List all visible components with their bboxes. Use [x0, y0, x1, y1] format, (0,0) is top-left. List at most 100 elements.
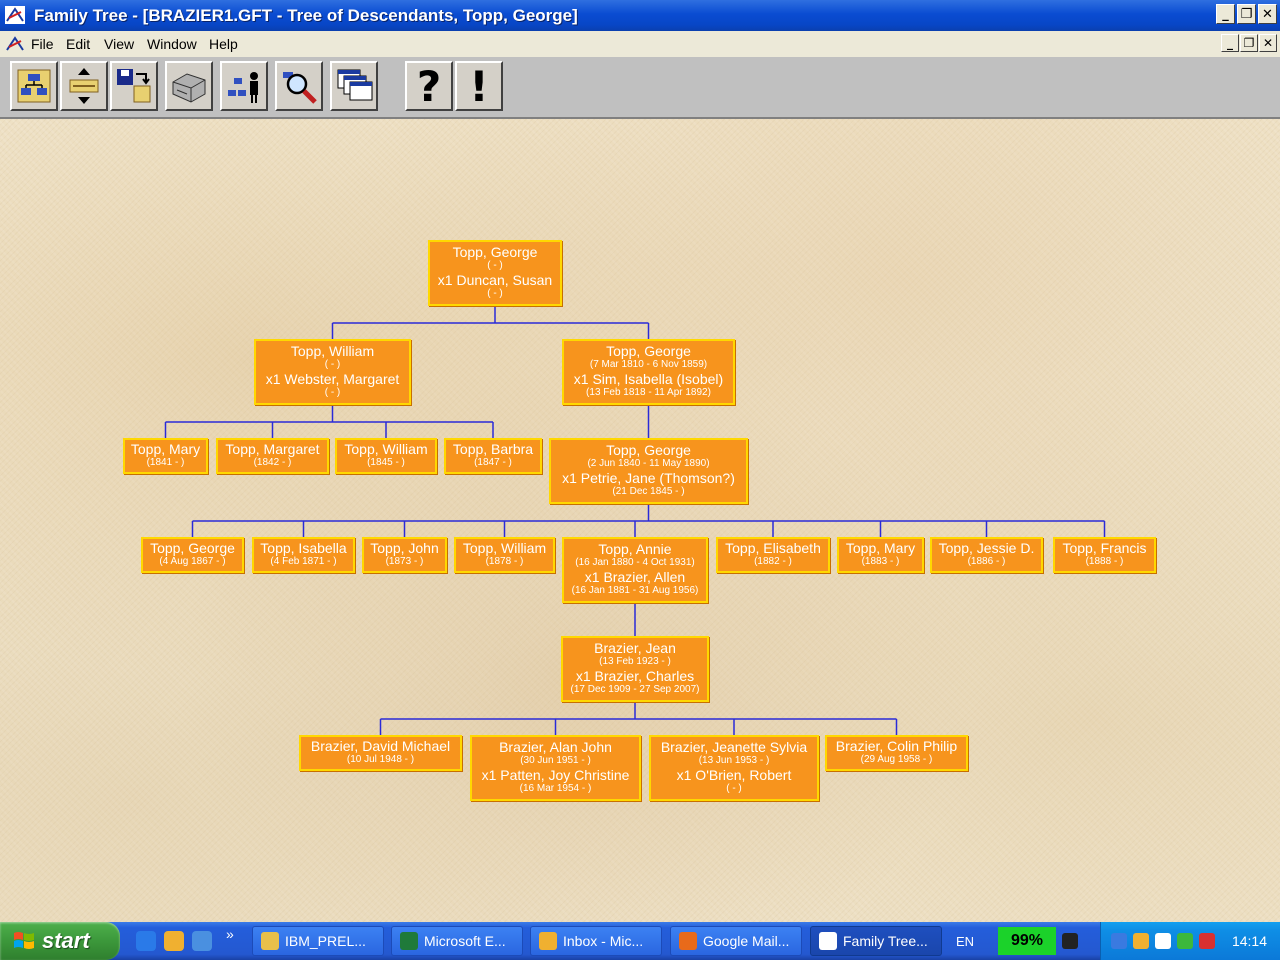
move-vertical-icon — [69, 68, 99, 104]
person-dates: (1878 - ) — [485, 555, 524, 567]
person-name: Brazier, David Michael — [310, 737, 451, 754]
person-dates: (4 Aug 1867 - ) — [159, 555, 226, 567]
family-group-button[interactable] — [10, 61, 58, 111]
person-name: Topp, John — [370, 539, 439, 556]
family-group-icon — [17, 69, 51, 103]
spouse-dates: (21 Dec 1845 - ) — [612, 485, 685, 497]
spouse-name: x1 Patten, Joy Christine — [481, 767, 630, 783]
outlook-icon — [539, 932, 557, 950]
person-node[interactable]: Brazier, David Michael(10 Jul 1948 - ) — [299, 735, 462, 771]
person-name: Topp, Elisabeth — [725, 539, 821, 556]
network-arrow-icon[interactable] — [1111, 933, 1127, 949]
taskbar-button[interactable]: Family Tree... — [810, 926, 942, 956]
person-node[interactable]: Brazier, Alan John(30 Jun 1951 - )x1 Pat… — [470, 735, 641, 801]
person-dates: (1882 - ) — [754, 555, 792, 567]
cascade-windows-button[interactable] — [330, 61, 378, 111]
media-icon[interactable] — [192, 931, 212, 951]
document-window-controls: _ ❐ ✕ — [1221, 34, 1277, 52]
person-dates: ( - ) — [487, 259, 503, 271]
person-name: Topp, George — [150, 539, 235, 556]
close-button[interactable]: ✕ — [1258, 4, 1277, 24]
antivirus-icon[interactable] — [1199, 933, 1215, 949]
menu-window[interactable]: Window — [147, 36, 197, 52]
person-node[interactable]: Topp, Francis(1888 - ) — [1053, 537, 1156, 573]
menu-help[interactable]: Help — [209, 36, 238, 52]
menu-edit[interactable]: Edit — [66, 36, 91, 52]
person-node[interactable]: Topp, Elisabeth(1882 - ) — [716, 537, 830, 573]
person-dates: (1841 - ) — [146, 456, 185, 468]
taskbar-button-label: IBM_PREL... — [285, 933, 366, 949]
family-tree-app-icon — [5, 6, 25, 24]
person-node[interactable]: Topp, Annie(16 Jan 1880 - 4 Oct 1931)x1 … — [562, 537, 708, 603]
quick-launch-overflow[interactable]: » — [226, 926, 234, 942]
printer-button[interactable] — [165, 61, 213, 111]
taskbar-button[interactable]: IBM_PREL... — [252, 926, 384, 956]
person-tree-button[interactable] — [220, 61, 268, 111]
spouse-name: x1 Brazier, Charles — [575, 668, 695, 684]
person-name: Topp, Annie — [598, 540, 672, 557]
menu-file[interactable]: File — [31, 36, 54, 52]
zone-alarm-icon[interactable] — [1155, 933, 1171, 949]
window-title: Family Tree - [BRAZIER1.GFT - Tree of De… — [34, 6, 578, 25]
spouse-name: x1 Duncan, Susan — [437, 272, 553, 288]
person-node[interactable]: Topp, William( - )x1 Webster, Margaret( … — [254, 339, 411, 405]
person-node[interactable]: Topp, Isabella(4 Feb 1871 - ) — [252, 537, 355, 573]
tree-canvas[interactable]: Topp, George( - )x1 Duncan, Susan( - )To… — [0, 119, 1280, 922]
minimize-button[interactable]: _ — [1216, 4, 1235, 24]
taskbar-button[interactable]: Microsoft E... — [391, 926, 523, 956]
person-node[interactable]: Brazier, Colin Philip(29 Aug 1958 - ) — [825, 735, 968, 771]
restore-button[interactable]: ❐ — [1237, 4, 1256, 24]
taskbar-button[interactable]: Google Mail... — [670, 926, 802, 956]
help-button[interactable]: ? — [405, 61, 453, 111]
ie-icon[interactable] — [136, 931, 156, 951]
doc-minimize-button[interactable]: _ — [1221, 34, 1239, 52]
clock[interactable]: 14:14 — [1231, 933, 1267, 949]
language-indicator[interactable]: EN — [956, 934, 975, 949]
taskbar-button-label: Microsoft E... — [424, 933, 506, 949]
help-question-icon: ? — [416, 61, 442, 111]
info-button[interactable]: ! — [455, 61, 503, 111]
person-node[interactable]: Topp, George( - )x1 Duncan, Susan( - ) — [428, 240, 562, 306]
family-tree-app-icon — [819, 932, 837, 950]
person-node[interactable]: Topp, William(1845 - ) — [335, 438, 437, 474]
person-node[interactable]: Topp, George(2 Jun 1840 - 11 May 1890)x1… — [549, 438, 748, 504]
save-print-icon — [117, 69, 151, 103]
shield-check-icon[interactable] — [1177, 933, 1193, 949]
title-bar[interactable]: Family Tree - [BRAZIER1.GFT - Tree of De… — [0, 0, 1280, 31]
person-dates: (1845 - ) — [367, 456, 405, 468]
person-dates: (7 Mar 1810 - 6 Nov 1859) — [589, 358, 708, 370]
person-node[interactable]: Brazier, Jean(13 Feb 1923 - )x1 Brazier,… — [561, 636, 709, 702]
person-node[interactable]: Topp, Mary(1883 - ) — [837, 537, 924, 573]
doc-restore-button[interactable]: ❐ — [1240, 34, 1258, 52]
move-vertical-button[interactable] — [60, 61, 108, 111]
menu-view[interactable]: View — [104, 36, 135, 52]
spouse-dates: (17 Dec 1909 - 27 Sep 2007) — [570, 683, 700, 695]
start-button[interactable]: start — [0, 922, 120, 960]
spouse-dates: (13 Feb 1818 - 11 Apr 1892) — [586, 386, 711, 398]
person-node[interactable]: Topp, Barbra(1847 - ) — [444, 438, 542, 474]
spouse-dates: ( - ) — [487, 287, 503, 299]
person-node[interactable]: Brazier, Jeanette Sylvia(13 Jun 1953 - )… — [649, 735, 819, 801]
start-label: start — [42, 928, 90, 953]
person-dates: (10 Jul 1948 - ) — [346, 753, 415, 765]
person-node[interactable]: Topp, John(1873 - ) — [362, 537, 447, 573]
person-node[interactable]: Topp, George(7 Mar 1810 - 6 Nov 1859)x1 … — [562, 339, 735, 405]
person-dates: (1873 - ) — [385, 555, 424, 567]
taskbar-button[interactable]: Inbox - Mic... — [530, 926, 662, 956]
spouse-name: x1 Petrie, Jane (Thomson?) — [562, 470, 735, 486]
outlook-tray-icon[interactable] — [1133, 933, 1149, 949]
doc-close-button[interactable]: ✕ — [1259, 34, 1277, 52]
person-node[interactable]: Topp, George(4 Aug 1867 - ) — [141, 537, 244, 573]
person-dates: (1883 - ) — [861, 555, 900, 567]
document-icon[interactable] — [5, 36, 25, 52]
save-print-button[interactable] — [110, 61, 158, 111]
power-plug-icon[interactable] — [1062, 933, 1078, 949]
outlook-icon[interactable] — [164, 931, 184, 951]
person-node[interactable]: Topp, Margaret(1842 - ) — [216, 438, 329, 474]
search-button[interactable] — [275, 61, 323, 111]
person-node[interactable]: Topp, Mary(1841 - ) — [123, 438, 208, 474]
person-node[interactable]: Topp, Jessie D.(1886 - ) — [930, 537, 1043, 573]
person-node[interactable]: Topp, William(1878 - ) — [454, 537, 555, 573]
battery-indicator[interactable]: 99% — [998, 927, 1056, 955]
window-controls: _ ❐ ✕ — [1216, 4, 1277, 24]
